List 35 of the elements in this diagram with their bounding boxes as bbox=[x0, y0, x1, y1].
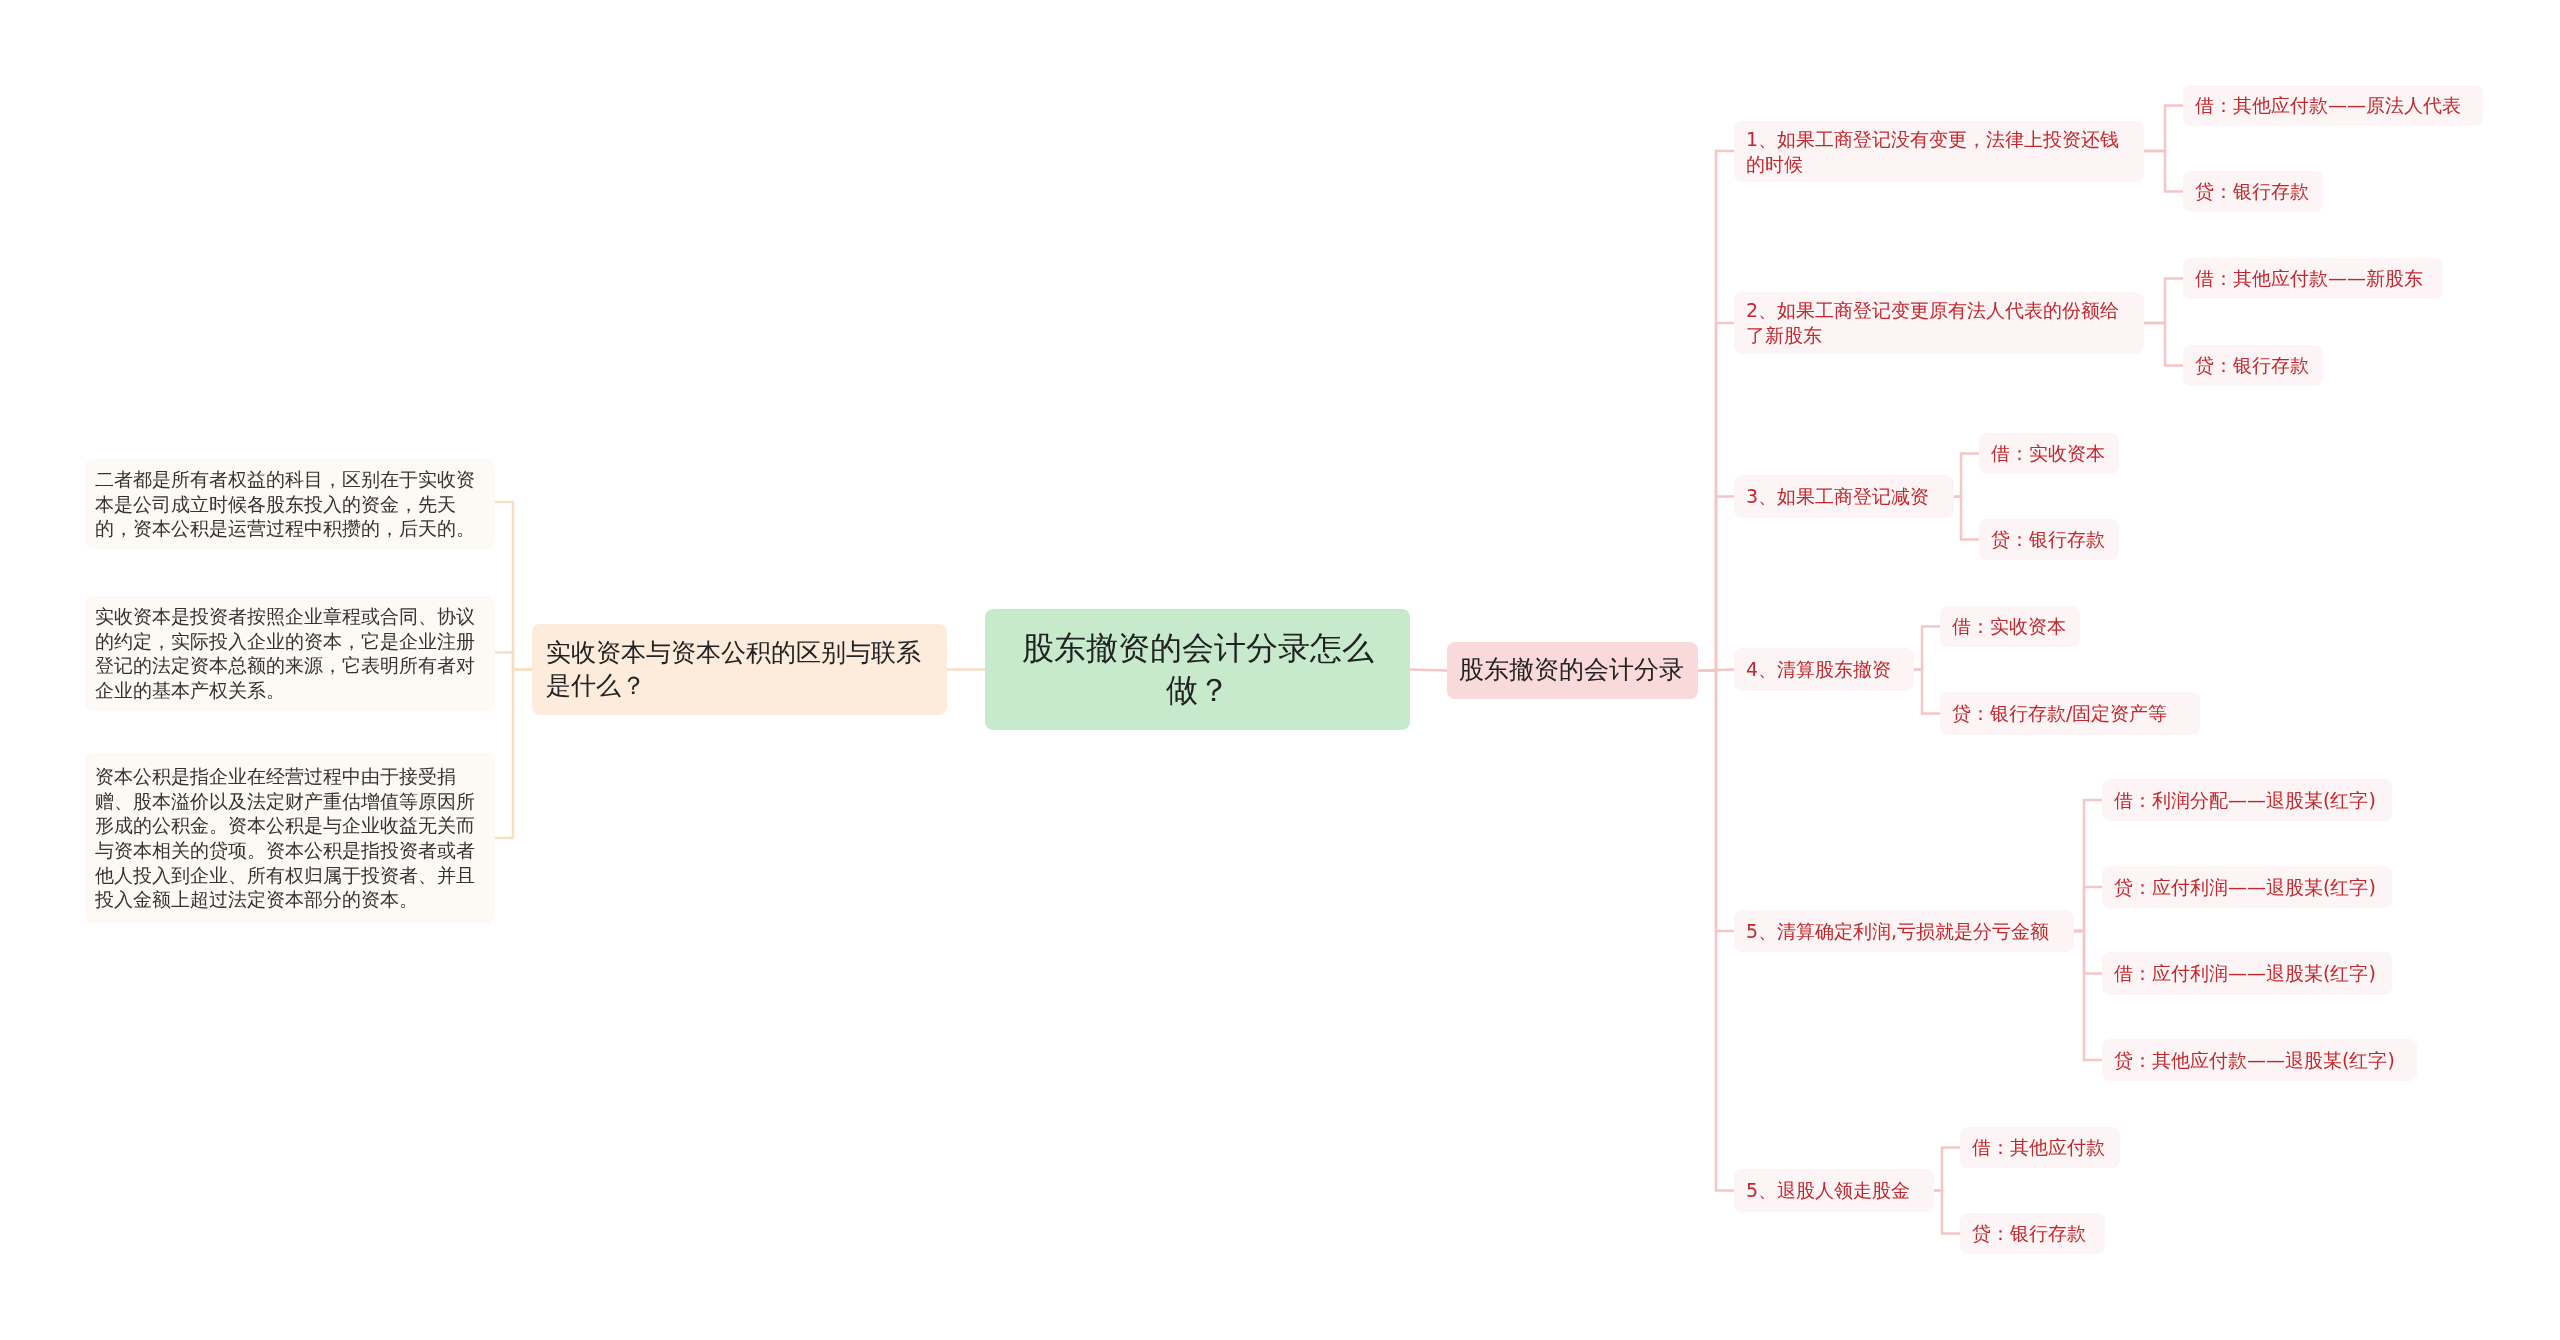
subtopic: 2、如果工商登记变更原有法人代表的份额给了新股东 bbox=[1734, 292, 2144, 354]
root-topic: 股东撤资的会计分录怎么做？ bbox=[985, 609, 1410, 730]
connector-line bbox=[1934, 1189, 1960, 1235]
branch-topic: 实收资本与资本公积的区别与联系是什么？ bbox=[532, 624, 947, 715]
connector-line bbox=[947, 668, 985, 671]
entry-topic: 借：实收资本 bbox=[1979, 433, 2119, 474]
subtopic: 3、如果工商登记减资 bbox=[1734, 475, 1954, 518]
connector-line bbox=[2144, 149, 2183, 193]
subtopic: 4、清算股东撤资 bbox=[1734, 648, 1914, 691]
entry-topic: 贷：其他应付款——退股某(红字) bbox=[2102, 1039, 2417, 1081]
entry-topic: 借：其他应付款——原法人代表 bbox=[2183, 85, 2483, 126]
entry-topic: 借：利润分配——退股某(红字) bbox=[2102, 779, 2392, 821]
connector-line bbox=[1914, 668, 1940, 715]
entry-topic: 贷：银行存款 bbox=[2183, 171, 2323, 212]
entry-topic: 贷：银行存款 bbox=[1960, 1213, 2105, 1254]
entry-topic: 借：实收资本 bbox=[1940, 606, 2080, 647]
note-text: 资本公积是指企业在经营过程中由于接受捐赠、股本溢价以及法定财产重估增值等原因所形成的公积金。资本公积是与企业收益无关而与资本相关的贷项。资本公积是指投资者或者他人投入到企业、所有权归属于投资者、并且投入金额上超过法定资本部分的资本。 bbox=[85, 753, 495, 923]
subtopic: 1、如果工商登记没有变更，法律上投资还钱的时候 bbox=[1734, 121, 2144, 183]
connector-line bbox=[1409, 668, 1448, 672]
entry-topic: 贷：银行存款 bbox=[2183, 345, 2323, 386]
note-text: 二者都是所有者权益的科目，区别在于实收资本是公司成立时候各股东投入的资金，先天的，资本公积是运营过程中积攒的，后天的。 bbox=[85, 459, 495, 550]
branch-topic: 股东撤资的会计分录 bbox=[1447, 642, 1698, 699]
entry-topic: 贷：银行存款 bbox=[1979, 519, 2119, 560]
subtopic: 5、清算确定利润,亏损就是分亏金额 bbox=[1734, 910, 2074, 952]
entry-topic: 借：其他应付款——新股东 bbox=[2183, 258, 2443, 299]
connector-line bbox=[2144, 321, 2183, 367]
note-text: 实收资本是投资者按照企业章程或合同、协议的约定，实际投入企业的资本，它是企业注册登记的法定资本总额的来源，它表明所有者对企业的基本产权关系。 bbox=[85, 596, 495, 711]
entry-topic: 贷：银行存款/固定资产等 bbox=[1940, 692, 2200, 735]
connector-line bbox=[1954, 495, 1979, 541]
entry-topic: 贷：应付利润——退股某(红字) bbox=[2102, 866, 2392, 908]
entry-topic: 借：其他应付款 bbox=[1960, 1127, 2120, 1168]
connector-line bbox=[2074, 929, 2102, 1062]
connector-line bbox=[495, 668, 532, 840]
subtopic: 5、退股人领走股金 bbox=[1734, 1169, 1934, 1212]
entry-topic: 借：应付利润——退股某(红字) bbox=[2102, 952, 2392, 995]
